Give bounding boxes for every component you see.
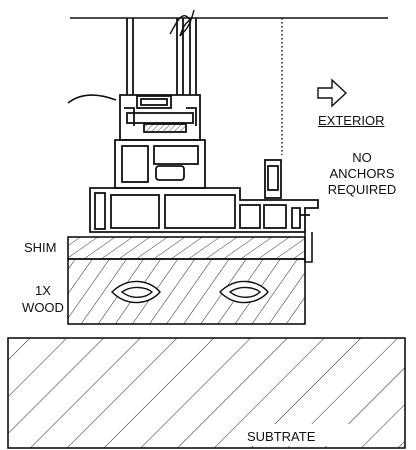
break-mark [169,9,195,37]
interior-trim [67,94,117,104]
onex-label: 1X [35,283,51,298]
frame-upper [114,139,206,189]
exterior-label: EXTERIOR [318,113,385,128]
required-label: REQUIRED [327,182,397,197]
shim [67,236,306,260]
weather-stop [264,159,282,199]
drip-leg [304,232,313,263]
substrate-label: SUBTRATE [247,429,316,444]
sill-extrusion [89,187,319,233]
wood-block [67,258,306,325]
direction-arrow-icon [317,78,348,108]
sash-rails [126,18,197,95]
wood-label: WOOD [22,300,64,315]
wood-grain-knots [111,280,269,304]
sash-bottom-rail [119,94,201,141]
substrate-label-mask [240,424,350,446]
shim-label: SHIM [24,240,57,255]
anchors-label: ANCHORS [329,166,395,181]
no-label: NO [352,150,372,165]
